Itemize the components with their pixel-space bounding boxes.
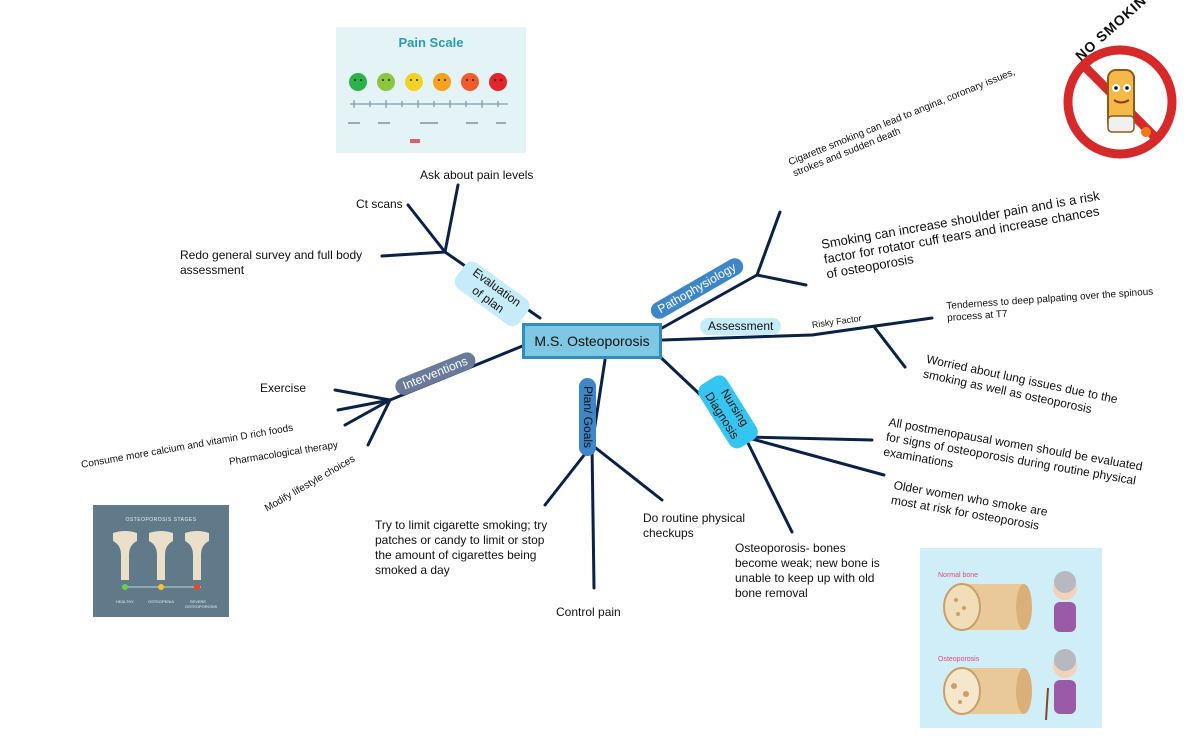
stage-label-healthy: HEALTHY: [115, 599, 135, 604]
central-topic[interactable]: M.S. Osteoporosis: [522, 323, 662, 359]
line-assess-down: [873, 326, 907, 369]
central-topic-label: M.S. Osteoporosis: [534, 333, 650, 349]
interv-item-exercise: Exercise: [260, 381, 307, 395]
nurse-item-bones: Osteoporosis- bones become weak; new bon…: [735, 541, 880, 600]
bone-cross-section-icon: [943, 571, 1077, 721]
line-eval-survey: [380, 250, 447, 258]
pain-faces-icon: [348, 73, 508, 143]
line-interv-4: [366, 398, 392, 447]
no-smoking-icon: [1063, 45, 1177, 159]
bone-stages-icon: [113, 531, 209, 590]
plan-item-smoking: Try to limit cigarette smoking; try patc…: [375, 518, 548, 577]
line-plan-right: [590, 443, 664, 502]
line-assess-main: [661, 333, 814, 342]
line-interv-2: [336, 398, 392, 412]
no-smoking-image: NO SMOKING: [1050, 0, 1185, 165]
osteoporosis-stages-image: OSTEOPOROSIS STAGES HEALTHY OSTEOPENIA S…: [93, 505, 229, 617]
stages-title: OSTEOPOROSIS STAGES: [125, 517, 197, 523]
normal-bone-label: Normal bone: [938, 572, 979, 579]
line-nurse-1: [743, 435, 874, 442]
pain-scale-image: Pain Scale: [336, 27, 526, 153]
eval-item-ct: Ct scans: [356, 197, 403, 211]
line-eval-pain: [443, 183, 460, 254]
stage-label-severe: SEVERE OSTEOPOROSIS: [185, 599, 218, 609]
pain-scale-title: Pain Scale: [398, 35, 464, 50]
line-nurse-2: [743, 435, 886, 477]
eval-item-survey: Redo general survey and full body assess…: [180, 248, 363, 277]
bones-comparison-image: Normal bone Osteoporosis: [920, 548, 1102, 728]
pill-assessment[interactable]: Assessment: [700, 318, 782, 335]
line-patho-main: [660, 273, 759, 330]
line-eval-ct: [406, 203, 447, 254]
plan-item-checkups: Do routine physical checkups: [643, 511, 746, 540]
line-patho-right: [755, 273, 808, 287]
line-patho-up: [755, 210, 782, 277]
pill-plan-goals[interactable]: Plan/ Goals: [579, 378, 596, 457]
plan-item-pain: Control pain: [556, 605, 621, 619]
line-interv-1: [333, 388, 392, 402]
line-interv-3: [343, 398, 392, 427]
line-plan-down: [590, 443, 596, 590]
line-nurse-3: [743, 435, 794, 534]
line-assess-up: [810, 316, 934, 337]
stage-label-osteopenia: OSTEOPENIA: [147, 599, 174, 604]
eval-item-pain: Ask about pain levels: [420, 168, 534, 182]
osteoporosis-bone-label: Osteoporosis: [938, 656, 980, 663]
